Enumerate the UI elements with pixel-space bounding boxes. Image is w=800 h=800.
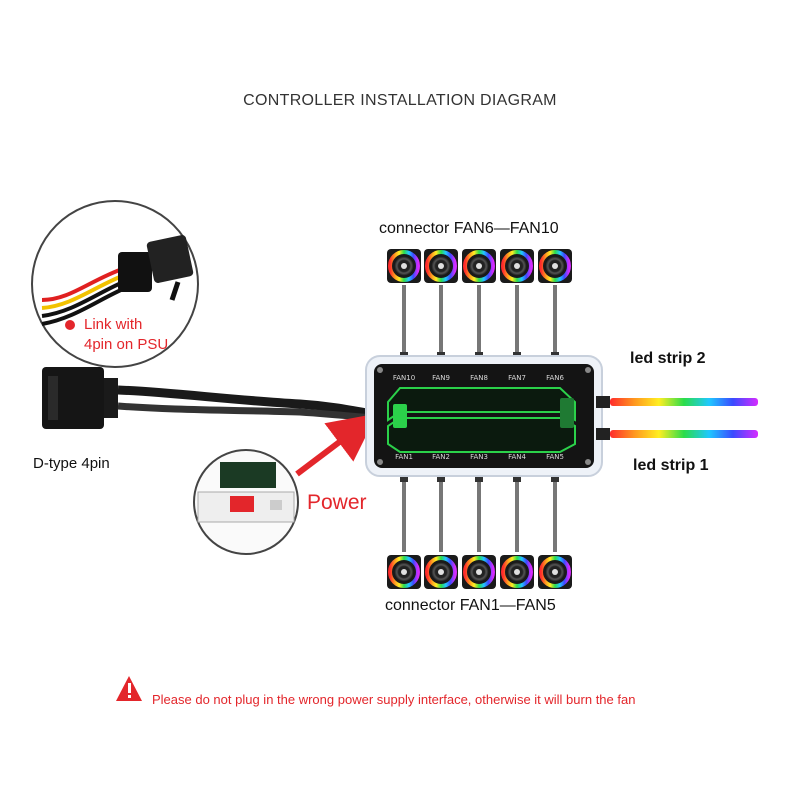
- board-port-bottom-5: FAN5: [546, 453, 564, 461]
- psu-molex-inset: [31, 200, 199, 368]
- connector-bottom-label: connector FAN1—FAN5: [385, 597, 556, 614]
- board-port-top-2: FAN9: [432, 374, 450, 382]
- power-arrow: [295, 413, 378, 477]
- board-port-top-5: FAN6: [546, 374, 564, 382]
- fan-bottom-2: [424, 555, 458, 589]
- fan-bottom-1: [387, 555, 421, 589]
- connector-top-label: connector FAN6—FAN10: [379, 220, 559, 237]
- board-port-top-1: FAN10: [392, 374, 416, 382]
- link-label-line2: 4pin on PSU: [84, 336, 169, 353]
- board-port-bottom-4: FAN4: [508, 453, 526, 461]
- dtype-label: D-type 4pin: [33, 455, 110, 472]
- fan-bottom-4: [500, 555, 534, 589]
- fan-bottom-5: [538, 555, 572, 589]
- power-label: Power: [307, 491, 367, 514]
- board-port-bottom-2: FAN2: [432, 453, 450, 461]
- fans: [387, 249, 572, 589]
- led-strip-1-label: led strip 1: [633, 457, 709, 474]
- fan-bottom-3: [462, 555, 496, 589]
- warning-text: Please do not plug in the wrong power su…: [152, 692, 636, 707]
- fan-top-2: [424, 249, 458, 283]
- led-strip-2-label: led strip 2: [630, 350, 706, 367]
- power-inset: [193, 449, 299, 555]
- warning-triangle-icon: [116, 676, 142, 701]
- fan-top-3: [462, 249, 496, 283]
- link-label-line1: Link with: [84, 316, 143, 333]
- board-port-top-4: FAN7: [508, 374, 526, 382]
- led-strip-2: [596, 396, 758, 408]
- board-port-bottom-3: FAN3: [470, 453, 488, 461]
- controller-board: [365, 355, 603, 477]
- fan-top-5: [538, 249, 572, 283]
- dtype-connector: [42, 367, 373, 429]
- board-port-bottom-1: FAN1: [395, 453, 413, 461]
- fan-top-4: [500, 249, 534, 283]
- led-strip-1: [596, 428, 758, 440]
- fan-cables: [400, 285, 559, 552]
- fan-top-1: [387, 249, 421, 283]
- diagram-title: CONTROLLER INSTALLATION DIAGRAM: [243, 92, 557, 109]
- board-port-top-3: FAN8: [470, 374, 488, 382]
